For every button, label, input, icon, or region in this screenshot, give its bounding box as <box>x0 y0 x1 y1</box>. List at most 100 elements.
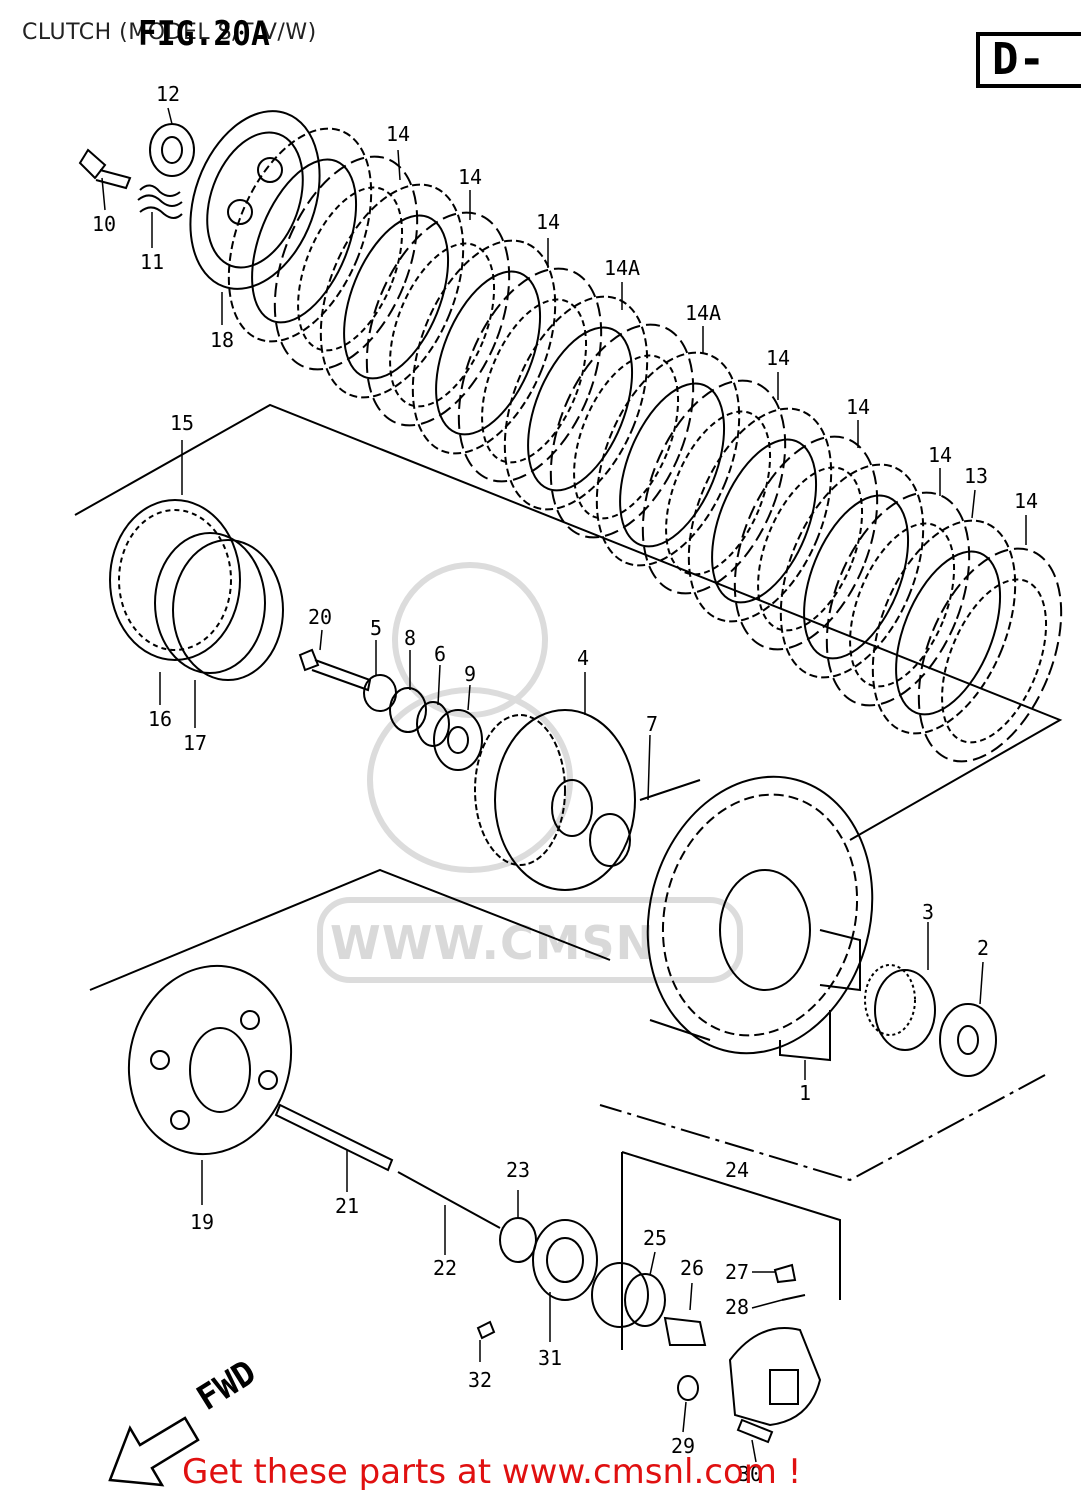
clutch-plate <box>595 351 741 567</box>
push-rod-21 <box>274 1103 394 1172</box>
dowel-32 <box>476 1320 496 1340</box>
callout-24: 24 <box>724 1158 750 1182</box>
pressure-plate-18 <box>189 110 321 290</box>
thrust-washer-2 <box>939 1003 997 1077</box>
callout-14: 14 <box>1013 489 1039 513</box>
callout-15: 15 <box>169 411 195 435</box>
release-cylinder-24 <box>728 1327 822 1427</box>
callout-14a: 14A <box>684 301 722 325</box>
washer-7 <box>589 813 631 867</box>
callout-6: 6 <box>433 642 447 666</box>
cover-31 <box>532 1219 598 1301</box>
ring-16 <box>154 532 266 674</box>
dowel-29 <box>677 1375 699 1401</box>
clutch-plate <box>273 155 419 371</box>
callout-14: 14 <box>457 165 483 189</box>
callout-8: 8 <box>403 626 417 650</box>
figure-label: FIG.20A <box>138 14 270 54</box>
callout-2: 2 <box>976 936 990 960</box>
leader-lines <box>101 107 1027 1463</box>
clutch-plate <box>411 239 557 455</box>
callout-16: 16 <box>147 707 173 731</box>
callout-1: 1 <box>798 1081 812 1105</box>
push-piece-20 <box>298 648 372 692</box>
bolt-30 <box>736 1418 774 1444</box>
callout-3: 3 <box>921 900 935 924</box>
fwd-arrow-icon <box>108 1416 200 1487</box>
callout-30: 30 <box>737 1462 763 1486</box>
bracket-24 <box>621 1151 841 1350</box>
callout-9: 9 <box>463 662 477 686</box>
callout-5: 5 <box>369 616 383 640</box>
callout-25: 25 <box>642 1226 668 1250</box>
needle-bearing-3 <box>864 964 936 1051</box>
callout-26: 26 <box>679 1256 705 1280</box>
callout-14a: 14A <box>603 256 641 280</box>
clutch-plate <box>687 407 833 623</box>
piston-23 <box>499 1217 537 1263</box>
callout-23: 23 <box>505 1158 531 1182</box>
clutch-plate <box>871 519 1017 735</box>
callout-28: 28 <box>724 1295 750 1319</box>
clutch-plate <box>503 295 649 511</box>
primary-driven-gear-15 <box>109 499 241 661</box>
callout-22: 22 <box>432 1256 458 1280</box>
callout-14: 14 <box>927 443 953 467</box>
callout-14: 14 <box>535 210 561 234</box>
section-tag-box <box>976 32 1081 88</box>
washer-6 <box>416 701 450 747</box>
callout-29: 29 <box>670 1434 696 1458</box>
lower-assembly-outline <box>89 868 611 991</box>
section-tag: D- <box>992 34 1045 85</box>
watermark-logo <box>317 562 743 983</box>
clutch-plate <box>319 183 465 399</box>
callout-14: 14 <box>845 395 871 419</box>
clutch-housing-1 <box>639 775 874 1055</box>
promo-link[interactable]: Get these parts at www.cmsnl.com ! <box>182 1452 802 1492</box>
clutch-plate <box>825 491 971 707</box>
seal-25 <box>591 1262 666 1328</box>
callout-32: 32 <box>467 1368 493 1392</box>
callout-18: 18 <box>209 328 235 352</box>
callout-21: 21 <box>334 1194 360 1218</box>
clutch-plate <box>733 435 879 651</box>
washer-9 <box>433 709 483 771</box>
callout-14: 14 <box>765 346 791 370</box>
bearing-12 <box>149 123 195 177</box>
bleeder-27 <box>773 1263 797 1284</box>
upper-assembly-outline <box>74 403 1063 841</box>
callout-4: 4 <box>576 646 590 670</box>
spring-11 <box>137 184 183 219</box>
spring-26 <box>663 1316 707 1346</box>
callout-31: 31 <box>537 1346 563 1370</box>
clutch-plate-stack <box>227 127 1063 763</box>
clutch-plate <box>917 547 1063 763</box>
callout-17: 17 <box>182 731 208 755</box>
washer-8 <box>389 687 427 733</box>
sleeve-hub-4 <box>474 709 636 891</box>
callout-14: 14 <box>385 122 411 146</box>
callout-19: 19 <box>189 1210 215 1234</box>
lower-assembly-outline-2 <box>599 1074 1046 1182</box>
callout-10: 10 <box>91 212 117 236</box>
clutch-plate <box>779 463 925 679</box>
callout-11: 11 <box>139 250 165 274</box>
callout-12: 12 <box>155 82 181 106</box>
bolt-10 <box>78 148 132 190</box>
diagram-caption: CLUTCH (MODEL S/T/V/W) <box>22 20 317 45</box>
callout-27: 27 <box>724 1260 750 1284</box>
clutch-plate <box>549 323 695 539</box>
callout-7: 7 <box>645 712 659 736</box>
callout-13: 13 <box>963 464 989 488</box>
cap-28 <box>781 1294 806 1301</box>
callout-20: 20 <box>307 605 333 629</box>
clutch-plate <box>641 379 787 595</box>
leader-1 <box>779 1010 831 1062</box>
clutch-plate <box>457 267 603 483</box>
starter-driven-gear-19 <box>127 964 293 1156</box>
clutch-plate <box>227 127 373 343</box>
ring-17 <box>172 539 284 681</box>
clutch-plate <box>365 211 511 427</box>
